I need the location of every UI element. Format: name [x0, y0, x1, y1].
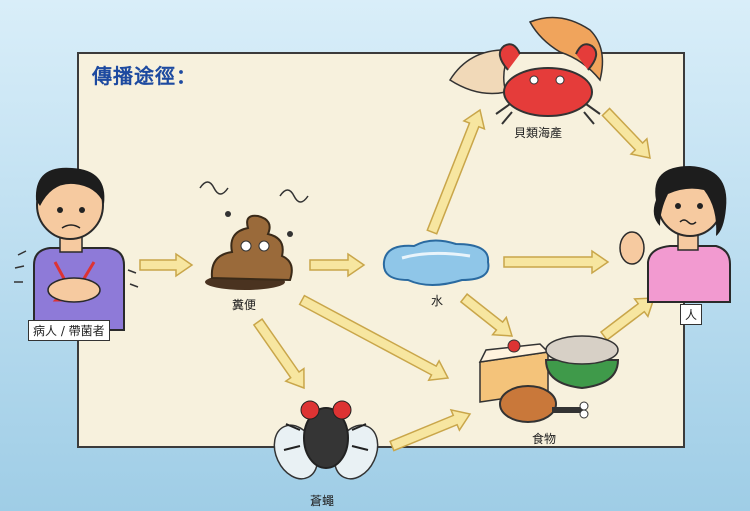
arrow-shellfish-to-person: [601, 107, 651, 159]
patient-label: 病人 / 帶菌者: [28, 320, 110, 341]
feces-label: 糞便: [232, 298, 257, 312]
arrows-group: [139, 107, 656, 452]
patient-illustration: [14, 167, 139, 331]
arrow-water-to-shellfish: [426, 108, 486, 235]
person-illustration: [619, 166, 731, 303]
arrow-feces-to-fly: [252, 318, 305, 390]
fly-label: 蒼蠅: [310, 494, 335, 508]
food-label: 食物: [532, 432, 557, 446]
fly-illustration: [273, 400, 379, 480]
shellfish-illustration: [448, 16, 604, 125]
food-illustration: [478, 335, 620, 423]
arrow-food-to-person: [599, 297, 656, 342]
arrow-feces-to-water: [309, 252, 366, 278]
water-illustration: [382, 239, 490, 286]
arrow-patient-to-feces: [139, 252, 194, 278]
feces-illustration: [199, 181, 309, 290]
person-label: 人: [680, 304, 703, 325]
arrow-fly-to-food: [389, 408, 472, 452]
arrow-water-to-food: [459, 293, 514, 337]
shellfish-label: 貝類海產: [514, 126, 563, 140]
arrow-water-to-person: [503, 249, 610, 275]
diagram-title: 傳播途徑：: [92, 64, 197, 88]
water-label: 水: [431, 294, 444, 308]
arrow-feces-to-food: [298, 294, 450, 382]
